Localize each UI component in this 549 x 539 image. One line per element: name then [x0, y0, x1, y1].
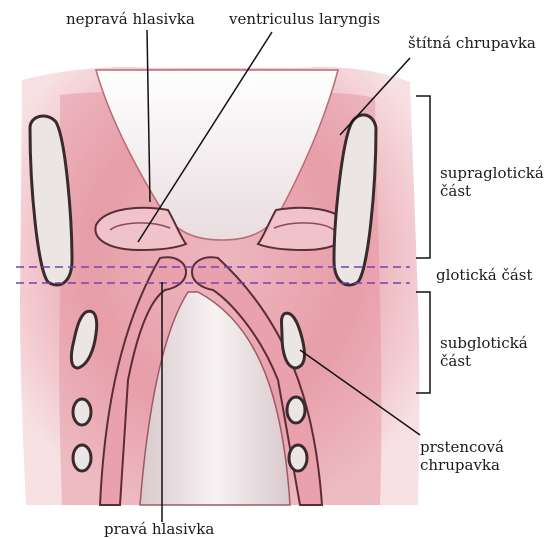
tracheal-ring-left-1: [73, 399, 91, 425]
label-subglottic-2: část: [440, 352, 471, 370]
tracheal-ring-right-2: [289, 445, 307, 471]
tracheal-ring-right-1: [287, 397, 305, 423]
tracheal-ring-left-2: [73, 445, 91, 471]
label-false-vocal-fold: nepravá hlasivka: [66, 10, 195, 28]
label-cricoid-1: prstencová: [420, 438, 504, 456]
label-cricoid-2: chrupavka: [420, 456, 500, 474]
label-thyroid-cartilage: štítná chrupavka: [408, 34, 536, 52]
label-subglottic-1: subglotická: [440, 334, 528, 352]
label-ventricle: ventriculus laryngis: [228, 10, 380, 28]
label-glottic: glotická část: [436, 266, 533, 284]
label-supraglottic-1: supraglotická: [440, 164, 544, 182]
supraglottic-bracket: [416, 96, 430, 258]
label-supraglottic-2: část: [440, 182, 471, 200]
label-true-vocal-fold: pravá hlasivka: [104, 520, 214, 538]
